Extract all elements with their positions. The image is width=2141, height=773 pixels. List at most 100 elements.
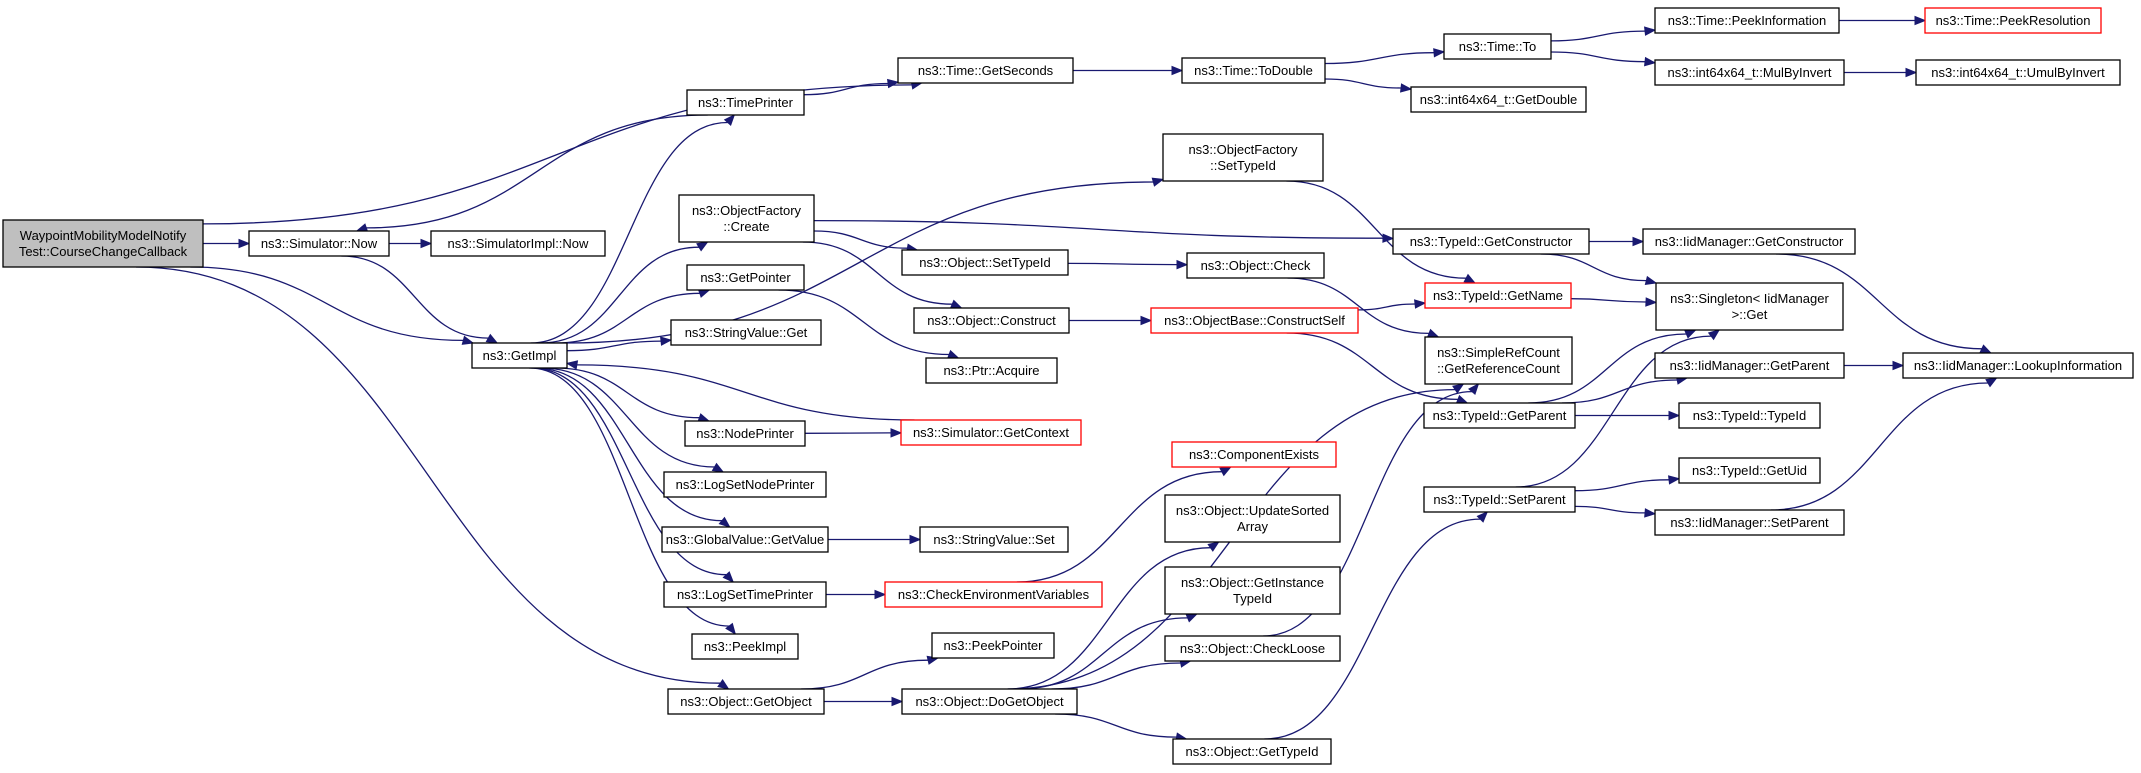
- arrowhead-icon: [1219, 466, 1232, 477]
- node-singleton-get[interactable]: ns3::Singleton< IidManager>::Get: [1655, 282, 1844, 331]
- edge-line: [1540, 253, 1647, 282]
- node-box: [1655, 282, 1844, 331]
- node-obj-set-type-id[interactable]: ns3::Object::SetTypeId: [901, 249, 1069, 276]
- node-label: ns3::Ptr::Acquire: [943, 363, 1039, 378]
- arrowhead-icon: [891, 696, 904, 707]
- node-box: [1424, 336, 1573, 385]
- arrowhead-icon: [238, 238, 251, 249]
- node-label: ns3::Singleton< IidManager: [1670, 291, 1829, 306]
- node-label: >::Get: [1732, 307, 1768, 322]
- node-check-env[interactable]: ns3::CheckEnvironmentVariables: [884, 581, 1103, 608]
- node-iid-get-parent[interactable]: ns3::IidManager::GetParent: [1654, 352, 1845, 379]
- node-label: ns3::TypeId::GetParent: [1433, 408, 1567, 423]
- node-obj-check[interactable]: ns3::Object::Check: [1186, 252, 1325, 279]
- node-label: ns3::PeekImpl: [704, 639, 786, 654]
- node-tid-get-constructor[interactable]: ns3::TypeId::GetConstructor: [1392, 228, 1590, 255]
- node-get-ref-count[interactable]: ns3::SimpleRefCount::GetReferenceCount: [1424, 336, 1573, 385]
- edge-line: [566, 340, 662, 352]
- node-iid-set-parent[interactable]: ns3::IidManager::SetParent: [1654, 509, 1845, 536]
- arrowhead-icon: [696, 241, 709, 252]
- node-iid-get-constructor[interactable]: ns3::IidManager::GetConstructor: [1642, 228, 1856, 255]
- node-tid-get-parent[interactable]: ns3::TypeId::GetParent: [1423, 402, 1576, 429]
- call-edge: [1324, 78, 1413, 93]
- node-get-seconds[interactable]: ns3::Time::GetSeconds: [897, 57, 1074, 84]
- edge-line: [801, 659, 929, 690]
- node-label: ns3::Time::To: [1459, 39, 1537, 54]
- node-label: ns3::IidManager::GetConstructor: [1655, 234, 1844, 249]
- node-sim-now[interactable]: ns3::Simulator::Now: [248, 230, 390, 257]
- arrowhead-icon: [1468, 382, 1480, 396]
- node-label: ns3::StringValue::Set: [933, 532, 1055, 547]
- node-of-create[interactable]: ns3::ObjectFactory::Create: [678, 194, 815, 243]
- node-tid-set-parent[interactable]: ns3::TypeId::SetParent: [1423, 486, 1576, 513]
- node-time-to[interactable]: ns3::Time::To: [1443, 33, 1552, 60]
- arrowhead-icon: [1452, 383, 1465, 394]
- edge-line: [1515, 335, 1712, 488]
- node-obj-get-type-id[interactable]: ns3::Object::GetTypeId: [1172, 738, 1332, 765]
- node-umul-by-invert[interactable]: ns3::int64x64_t::UmulByInvert: [1915, 59, 2121, 86]
- node-construct-self[interactable]: ns3::ObjectBase::ConstructSelf: [1150, 307, 1359, 334]
- node-log-set-node[interactable]: ns3::LogSetNodePrinter: [663, 471, 827, 498]
- node-box: [1164, 494, 1341, 543]
- arrowhead-icon: [1684, 329, 1697, 339]
- edge-line: [530, 121, 728, 344]
- call-edge: [828, 534, 922, 545]
- node-get-object[interactable]: ns3::Object::GetObject: [667, 688, 825, 715]
- node-box: [1181, 57, 1326, 84]
- call-edge: [341, 255, 499, 344]
- edge-line: [1574, 479, 1670, 492]
- node-peek-pointer[interactable]: ns3::PeekPointer: [931, 632, 1055, 659]
- node-lookup-info[interactable]: ns3::IidManager::LookupInformation: [1902, 352, 2134, 379]
- node-ptr-acquire[interactable]: ns3::Ptr::Acquire: [925, 357, 1058, 384]
- node-sim-get-context[interactable]: ns3::Simulator::GetContext: [900, 419, 1082, 446]
- arrowhead-icon: [1476, 511, 1489, 523]
- node-tid-type-id[interactable]: ns3::TypeId::TypeId: [1678, 402, 1821, 429]
- node-of-set-type-id[interactable]: ns3::ObjectFactory::SetTypeId: [1162, 133, 1324, 182]
- node-label: ns3::GlobalValue::GetValue: [666, 532, 825, 547]
- node-node-printer[interactable]: ns3::NodePrinter: [684, 420, 806, 447]
- arrowhead-icon: [1707, 329, 1721, 341]
- node-tid-get-name[interactable]: ns3::TypeId::GetName: [1424, 282, 1572, 309]
- node-box: [931, 632, 1055, 659]
- node-label: ns3::IidManager::LookupInformation: [1914, 358, 2122, 373]
- node-i64-get-double[interactable]: ns3::int64x64_t::GetDouble: [1410, 86, 1587, 113]
- node-str-set[interactable]: ns3::StringValue::Set: [919, 526, 1069, 553]
- node-comp-exists[interactable]: ns3::ComponentExists: [1171, 441, 1337, 468]
- node-layer: WaypointMobilityModelNotifyTest::CourseC…: [2, 7, 2134, 765]
- edge-line: [541, 367, 715, 468]
- node-sim-impl-now[interactable]: ns3::SimulatorImpl::Now: [430, 230, 606, 257]
- node-obj-construct[interactable]: ns3::Object::Construct: [913, 307, 1070, 334]
- call-edge: [1574, 475, 1681, 492]
- node-root[interactable]: WaypointMobilityModelNotifyTest::CourseC…: [2, 219, 204, 268]
- node-peek-info[interactable]: ns3::Time::PeekInformation: [1654, 7, 1840, 34]
- node-check-loose[interactable]: ns3::Object::CheckLoose: [1164, 635, 1341, 662]
- call-edge: [1575, 410, 1681, 421]
- call-edge: [1843, 360, 1905, 371]
- edge-line: [813, 219, 1384, 239]
- node-mul-by-invert[interactable]: ns3::int64x64_t::MulByInvert: [1654, 59, 1845, 86]
- node-str-get[interactable]: ns3::StringValue::Get: [670, 319, 822, 346]
- node-label: ns3::ComponentExists: [1189, 447, 1320, 462]
- node-time-printer[interactable]: ns3::TimePrinter: [686, 89, 805, 116]
- node-label: ns3::GetPointer: [700, 270, 791, 285]
- node-label: ns3::Object::GetInstance: [1181, 575, 1324, 590]
- node-box: [884, 581, 1103, 608]
- node-peek-resolution[interactable]: ns3::Time::PeekResolution: [1924, 7, 2102, 34]
- node-label: ns3::TimePrinter: [698, 95, 794, 110]
- node-do-get-object[interactable]: ns3::Object::DoGetObject: [901, 688, 1078, 715]
- call-edge: [1550, 51, 1657, 67]
- node-label: ns3::int64x64_t::UmulByInvert: [1931, 65, 2105, 80]
- node-gv-get-value[interactable]: ns3::GlobalValue::GetValue: [661, 526, 829, 553]
- node-label: ns3::ObjectBase::ConstructSelf: [1164, 313, 1345, 328]
- node-tid-get-uid[interactable]: ns3::TypeId::GetUid: [1678, 457, 1821, 484]
- node-get-impl[interactable]: ns3::GetImpl: [471, 342, 568, 369]
- node-to-double[interactable]: ns3::Time::ToDouble: [1181, 57, 1326, 84]
- node-label: ns3::Object::UpdateSorted: [1176, 503, 1329, 518]
- node-get-pointer[interactable]: ns3::GetPointer: [686, 264, 805, 291]
- node-log-set-time[interactable]: ns3::LogSetTimePrinter: [663, 581, 827, 608]
- node-box: [248, 230, 390, 257]
- node-peek-impl[interactable]: ns3::PeekImpl: [691, 633, 799, 660]
- call-edge: [1839, 15, 1927, 26]
